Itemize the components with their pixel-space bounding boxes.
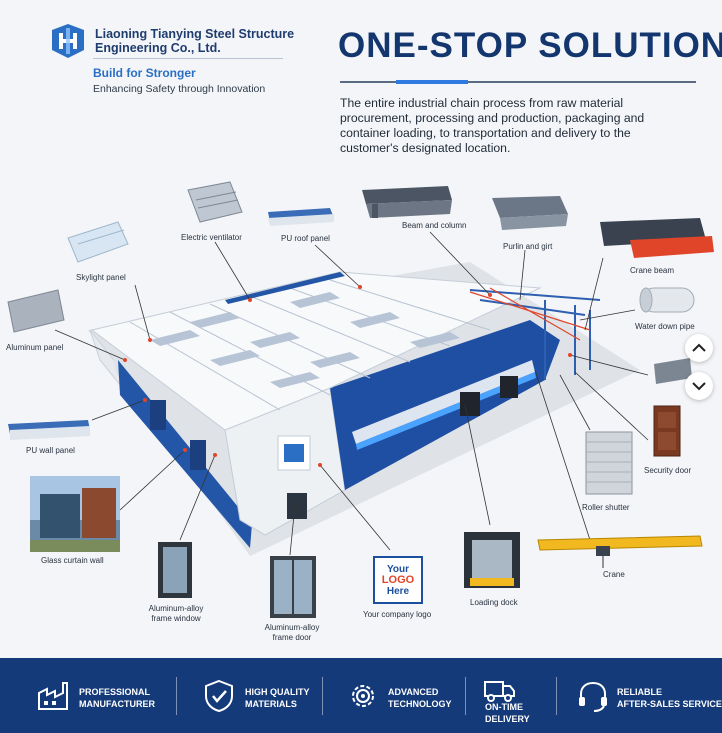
logo-placeholder: Your LOGO Here xyxy=(373,556,423,604)
crane-beam-thumb xyxy=(600,218,714,258)
label-aluminum-frame-door: Aluminum-alloy frame door xyxy=(264,623,320,642)
feature-label-delivery: ON-TIME DELIVERY xyxy=(485,702,530,724)
label-purlin-and-girt: Purlin and girt xyxy=(503,242,553,251)
label-your-company-logo: Your company logo xyxy=(363,610,432,619)
label-glass-curtain-wall: Glass curtain wall xyxy=(41,556,104,565)
footer-divider xyxy=(322,677,323,715)
shield-check-icon xyxy=(205,679,233,713)
dock-door-2 xyxy=(500,376,518,398)
electric-ventilator-thumb xyxy=(187,181,243,223)
tagline: Build for Stronger xyxy=(93,66,196,80)
company-name: Liaoning Tianying Steel Structure Engine… xyxy=(95,27,295,55)
steel-channel-thumb xyxy=(654,358,692,384)
company-logo-icon xyxy=(52,24,84,58)
feature-label-technology: ADVANCED TECHNOLOGY xyxy=(388,687,452,709)
label-skylight-panel: Skylight panel xyxy=(76,273,126,282)
label-beam-and-column: Beam and column xyxy=(402,221,467,230)
gear-icon xyxy=(352,685,374,707)
pu-roof-panel-thumb xyxy=(268,208,334,226)
headset-icon xyxy=(579,681,607,712)
glass-curtain-wall-thumb xyxy=(30,476,120,552)
page-description: The entire industrial chain process from… xyxy=(340,96,645,155)
crane-thumb xyxy=(537,535,703,568)
skylight-panel-thumb xyxy=(67,221,129,263)
header-divider xyxy=(93,58,283,59)
logo-placeholder-line3: Here xyxy=(386,585,410,597)
building-illustration xyxy=(7,181,714,618)
truck-icon xyxy=(484,681,515,702)
title-underline xyxy=(340,81,696,83)
title-underline-accent xyxy=(396,80,468,84)
feature-label-materials: HIGH QUALITY MATERIALS xyxy=(245,687,310,709)
logo-placeholder-line2: LOGO xyxy=(381,573,415,586)
dock-door-1 xyxy=(460,392,480,416)
label-aluminum-frame-window: Aluminum-alloy frame window xyxy=(148,604,204,623)
label-electric-ventilator: Electric ventilator xyxy=(181,233,242,242)
label-aluminum-panel: Aluminum panel xyxy=(6,343,64,352)
factory-icon xyxy=(38,682,68,710)
page-title: ONE-STOP SOLUTION xyxy=(338,26,722,65)
water-down-pipe-thumb xyxy=(639,287,695,313)
scroll-up-button[interactable] xyxy=(685,334,713,362)
label-loading-dock: Loading dock xyxy=(470,598,518,607)
chevron-up-icon xyxy=(692,343,706,352)
feature-label-manufacturer: PROFESSIONAL MANUFACTURER xyxy=(79,687,155,709)
feature-label-service: RELIABLE AFTER-SALES SERVICE xyxy=(617,687,722,709)
label-water-down-pipe: Water down pipe xyxy=(635,322,695,331)
label-pu-wall-panel: PU wall panel xyxy=(26,446,75,455)
chevron-down-icon xyxy=(692,382,706,391)
footer-divider xyxy=(465,677,466,715)
steel-frame xyxy=(469,289,601,380)
beam-column-thumb xyxy=(362,186,452,218)
purlin-girt-thumb xyxy=(492,196,568,230)
label-security-door: Security door xyxy=(644,466,692,475)
roller-shutter-thumb xyxy=(585,431,633,495)
footer-divider xyxy=(556,677,557,715)
scroll-down-button[interactable] xyxy=(685,372,713,400)
label-crane-beam: Crane beam xyxy=(630,266,675,275)
front-door xyxy=(287,493,307,519)
loading-dock-thumb xyxy=(464,532,520,588)
label-roller-shutter: Roller shutter xyxy=(582,503,630,512)
features-footer xyxy=(0,658,722,733)
label-pu-roof-panel: PU roof panel xyxy=(281,234,330,243)
footer-divider xyxy=(176,677,177,715)
security-door-thumb xyxy=(653,405,681,457)
logo-placeholder-line1: Your xyxy=(386,563,410,575)
pu-wall-panel-thumb xyxy=(8,420,90,440)
aluminum-panel-thumb xyxy=(7,289,65,333)
aluminum-door-thumb xyxy=(270,556,316,618)
label-crane: Crane xyxy=(603,570,625,579)
aluminum-window-thumb xyxy=(158,542,192,598)
subtagline: Enhancing Safety through Innovation xyxy=(93,83,266,95)
